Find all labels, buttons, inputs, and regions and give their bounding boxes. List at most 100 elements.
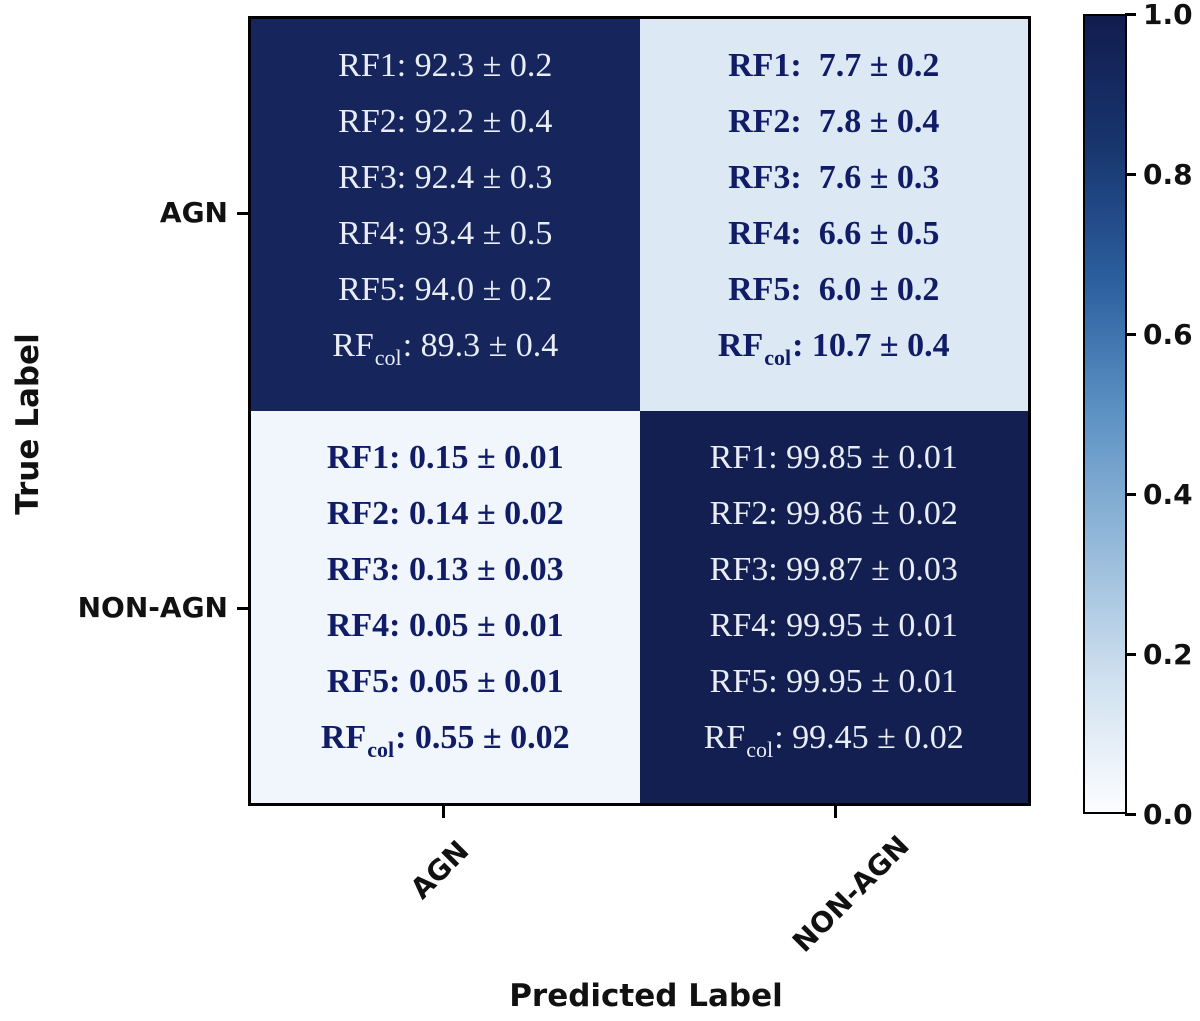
colorbar-tick-mark (1125, 493, 1136, 496)
cell-value: : 0.05 ± 0.01 (389, 663, 564, 700)
cell-value: : 6.0 ± 0.2 (790, 271, 940, 308)
colorbar-tick-label: 1.0 (1143, 0, 1193, 31)
matrix-cell-line: RF5: 0.05 ± 0.01 (327, 663, 564, 719)
model-name: RF (717, 327, 764, 364)
model-name: RF (332, 327, 374, 364)
model-name: RF4 (338, 215, 397, 252)
model-name: RF1 (728, 47, 791, 84)
matrix-cell-line: RF5: 99.95 ± 0.01 (710, 663, 958, 719)
x-tick-label-agn: AGN (403, 834, 476, 906)
model-name-subscript: col (367, 737, 395, 762)
cell-value: : 99.95 ± 0.01 (768, 663, 958, 700)
x-tick-label-non-agn: NON-AGN (785, 829, 916, 959)
matrix-cell-line: RF3: 92.4 ± 0.3 (338, 159, 552, 215)
colorbar-tick-mark (1125, 813, 1136, 816)
matrix-cell-line: RF1: 0.15 ± 0.01 (327, 439, 564, 495)
cell-value: : 92.3 ± 0.2 (396, 47, 553, 84)
cell-value: : 0.15 ± 0.01 (389, 439, 564, 476)
cell-value: : 0.55 ± 0.02 (395, 719, 570, 756)
matrix-cell-line: RF1: 99.85 ± 0.01 (710, 439, 958, 495)
model-name: RF5 (709, 663, 769, 700)
cell-value: : 7.7 ± 0.2 (790, 47, 940, 84)
model-name: RF4 (709, 607, 769, 644)
model-name: RF2 (709, 495, 769, 532)
model-name: RF3 (709, 551, 769, 588)
matrix-cell-line: RF2: 99.86 ± 0.02 (710, 495, 958, 551)
matrix-cell-line: RF3: 99.87 ± 0.03 (710, 551, 958, 607)
colorbar-tick-label: 0.8 (1143, 158, 1193, 191)
cell-value: : 0.05 ± 0.01 (389, 607, 564, 644)
matrix-cell-line: RF4: 0.05 ± 0.01 (327, 607, 564, 663)
matrix-cell-line: RF4: 93.4 ± 0.5 (338, 215, 552, 271)
matrix-cell-line: RF2: 0.14 ± 0.02 (327, 495, 564, 551)
model-name: RF1 (338, 47, 397, 84)
cell-value: : 0.14 ± 0.02 (389, 495, 564, 532)
cell-value: : 92.4 ± 0.3 (396, 159, 553, 196)
model-name-subscript: col (764, 345, 792, 370)
model-name-subscript: col (374, 345, 402, 370)
colorbar-tick-label: 0.2 (1143, 638, 1193, 671)
y-tick-mark (237, 607, 248, 610)
model-name: RF5 (338, 271, 397, 308)
cell-value: : 99.45 ± 0.02 (774, 719, 964, 756)
colorbar-tick-mark (1125, 333, 1136, 336)
cell-value: : 93.4 ± 0.5 (396, 215, 553, 252)
x-axis-title: Predicted Label (509, 978, 783, 1014)
model-name: RF5 (728, 271, 791, 308)
cell-value: : 99.87 ± 0.03 (768, 551, 958, 588)
y-tick-label-agn: AGN (159, 196, 228, 229)
model-name: RF5 (326, 663, 390, 700)
cell-value: : 0.13 ± 0.03 (389, 551, 564, 588)
cell-value: : 7.6 ± 0.3 (790, 159, 940, 196)
cell-value: : 89.3 ± 0.4 (402, 327, 559, 364)
model-name: RF1 (326, 439, 390, 476)
y-axis-title: True Label (10, 333, 46, 515)
matrix-cell-line: RF1: 92.3 ± 0.2 (338, 47, 552, 103)
matrix-cell-line: RF5: 94.0 ± 0.2 (338, 271, 552, 327)
matrix-cell-line: RF3: 0.13 ± 0.03 (327, 551, 564, 607)
matrix-cell-line: RF1: 7.7 ± 0.2 (728, 47, 939, 103)
matrix-cell-line: RF2: 7.8 ± 0.4 (728, 103, 939, 159)
matrix-cell-line: RF4: 99.95 ± 0.01 (710, 607, 958, 663)
model-name: RF3 (338, 159, 397, 196)
colorbar-tick-label: 0.0 (1143, 798, 1193, 831)
matrix-cell-line: RF2: 92.2 ± 0.4 (338, 103, 552, 159)
model-name: RF2 (728, 103, 791, 140)
x-tick-mark (834, 806, 837, 818)
x-tick-mark (442, 806, 445, 818)
model-name: RF4 (326, 607, 390, 644)
y-tick-label-non-agn: NON-AGN (77, 591, 228, 624)
matrix-cell-line: RF4: 6.6 ± 0.5 (728, 215, 939, 271)
model-name: RF3 (326, 551, 390, 588)
model-name: RF3 (728, 159, 791, 196)
model-name: RF1 (709, 439, 769, 476)
cell-value: : 92.2 ± 0.4 (396, 103, 553, 140)
y-tick-mark (237, 212, 248, 215)
colorbar-tick-label: 0.6 (1143, 318, 1193, 351)
model-name-subscript: col (746, 737, 774, 762)
cell-value: : 99.95 ± 0.01 (768, 607, 958, 644)
cell-value: : 99.85 ± 0.01 (768, 439, 958, 476)
model-name: RF (320, 719, 367, 756)
colorbar-tick-mark (1125, 13, 1136, 16)
model-name: RF2 (338, 103, 397, 140)
cell-value: : 99.86 ± 0.02 (768, 495, 958, 532)
model-name: RF (703, 719, 746, 756)
matrix-cell-line: RF5: 6.0 ± 0.2 (728, 271, 939, 327)
matrix-cell-line: RF3: 7.6 ± 0.3 (728, 159, 939, 215)
colorbar-tick-mark (1125, 173, 1136, 176)
colorbar-gradient (1083, 14, 1127, 814)
model-name: RF2 (326, 495, 390, 532)
colorbar-tick-mark (1125, 653, 1136, 656)
cell-value: : 6.6 ± 0.5 (790, 215, 940, 252)
